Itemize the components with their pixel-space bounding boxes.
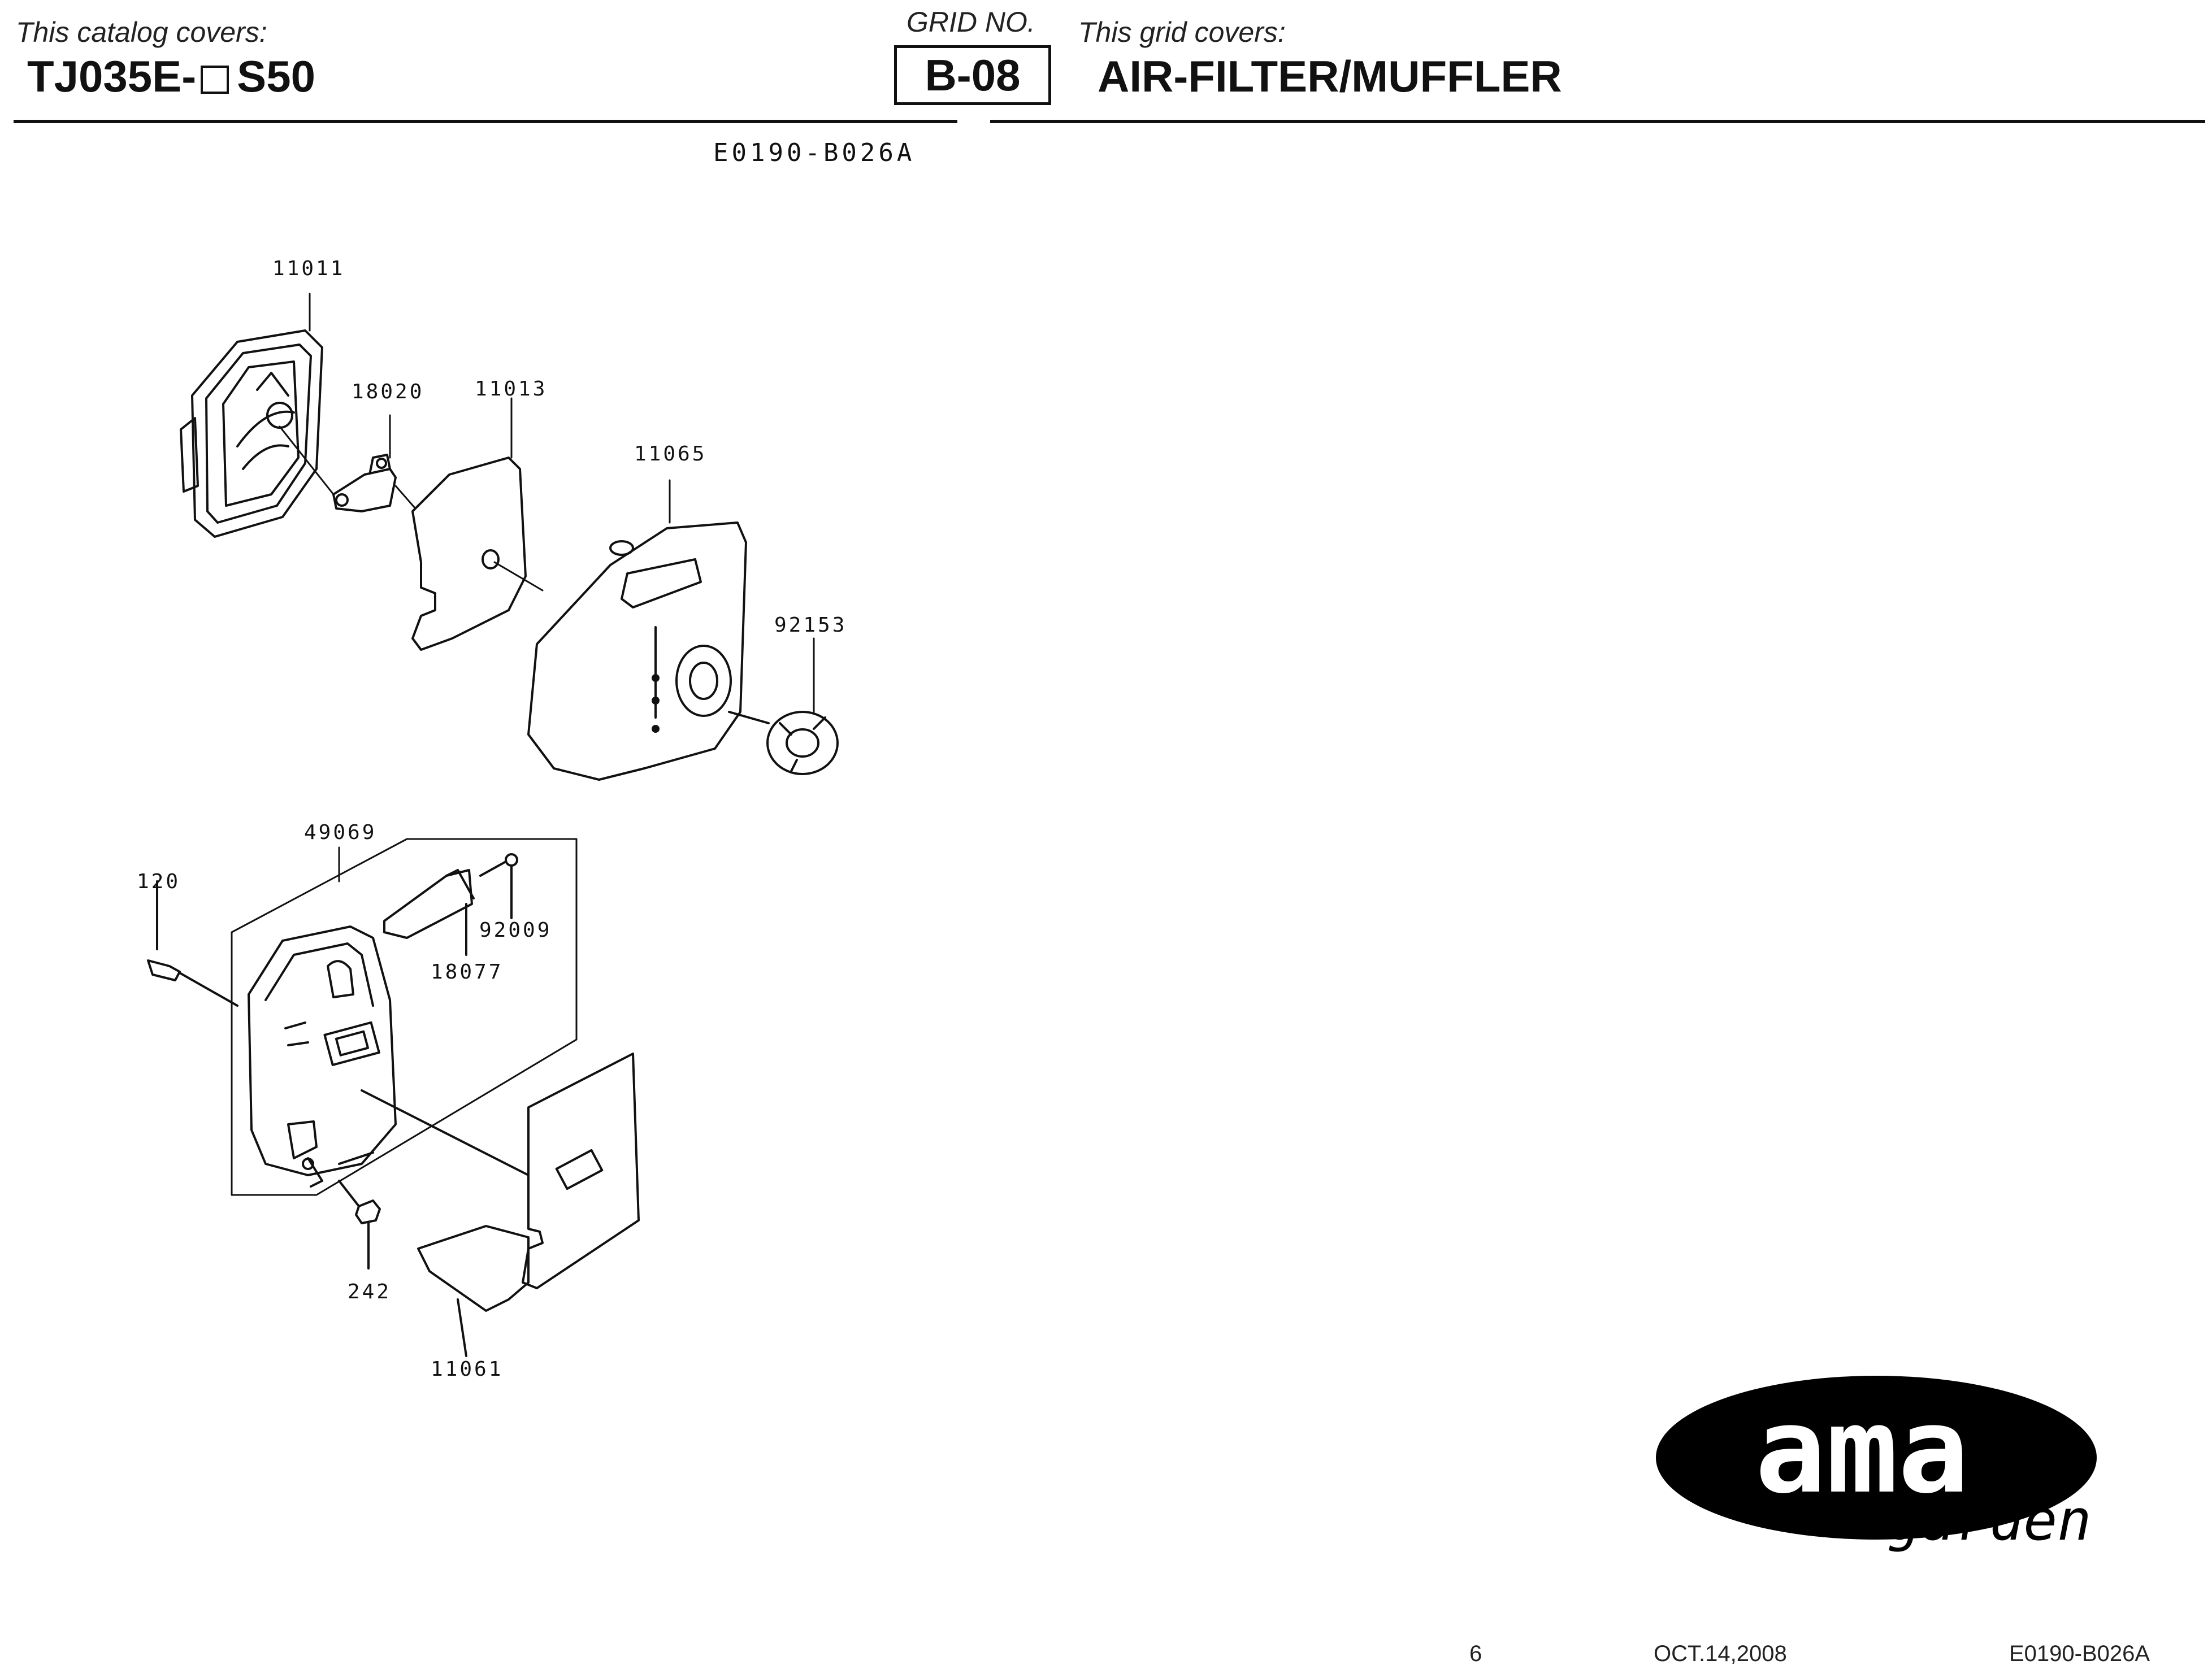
callout-92153: 92153 (774, 614, 847, 637)
header-rule-right (990, 120, 2205, 123)
muffler-drawing (248, 925, 397, 1188)
bolt-242-drawing (338, 1180, 381, 1270)
air-filter-cover-drawing (527, 521, 747, 781)
model-blank-box (201, 66, 229, 94)
drawing-code: E0190-B026A (713, 138, 915, 167)
screw-92009-drawing (479, 853, 518, 919)
grid-no: B-08 (925, 50, 1021, 100)
grid-title: AIR-FILTER/MUFFLER (1098, 51, 1562, 101)
footer-date: OCT.14,2008 (1654, 1641, 1787, 1666)
heat-shield-11061-drawing (338, 1053, 640, 1357)
air-filter-case-drawing (180, 329, 323, 538)
callout-18020: 18020 (352, 380, 424, 403)
grid-no-box: B-08 (894, 45, 1051, 105)
footer-code: E0190-B026A (2009, 1641, 2150, 1666)
callout-92009: 92009 (479, 919, 552, 942)
callout-18077: 18077 (431, 960, 503, 984)
callout-11061: 11061 (431, 1358, 503, 1381)
callout-11013: 11013 (475, 377, 547, 401)
logo-sub: garden (1887, 1487, 2091, 1553)
page-number: 6 (1469, 1641, 1482, 1666)
grid-no-label: GRID NO. (907, 6, 1035, 38)
model-suffix: S50 (237, 51, 315, 101)
logo-brand: ama (1755, 1381, 1969, 1520)
air-filter-element-drawing (411, 457, 527, 651)
ama-garden-logo: ama garden (1656, 1376, 2097, 1553)
knob-92153-drawing (728, 711, 839, 775)
grid-covers-label: This grid covers: (1078, 16, 1286, 48)
bolt-120-drawing (147, 880, 238, 1007)
callout-242: 242 (348, 1280, 391, 1303)
upper-leader-lines (279, 293, 815, 713)
header-rule-left (14, 120, 957, 123)
callout-11011: 11011 (272, 257, 345, 280)
callout-49069: 49069 (304, 821, 376, 844)
model-number: TJ035E- S50 (27, 51, 315, 102)
bracket-18020-drawing (332, 454, 397, 512)
callout-120: 120 (137, 870, 180, 893)
muffler-frame-lines (231, 838, 578, 1196)
model-prefix: TJ035E- (27, 51, 197, 101)
callout-11065: 11065 (634, 442, 706, 466)
catalog-covers-label: This catalog covers: (16, 16, 267, 48)
muffler-cover-18077-drawing (383, 869, 475, 956)
